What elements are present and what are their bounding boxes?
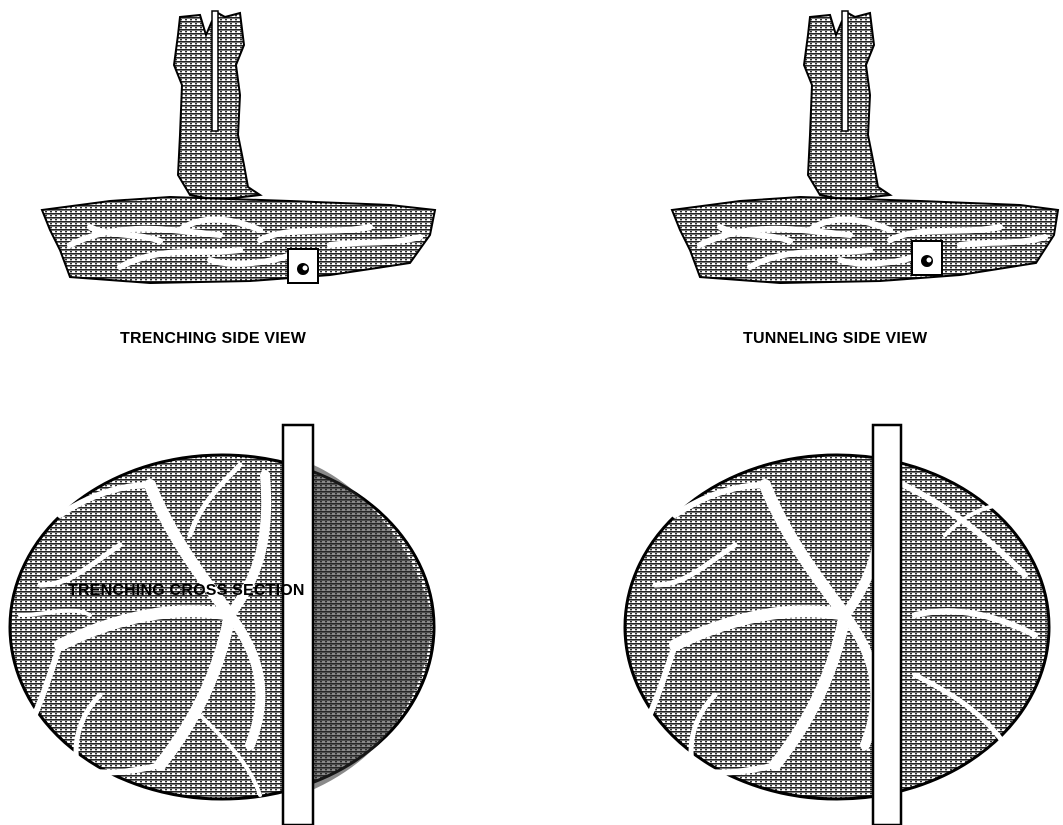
trenching-side-view-illustration [30,5,450,305]
tunneling-side-view-drawing [660,5,1060,305]
trenching-cross-section-drawing [0,415,450,825]
caption-tunneling-side-view: TUNNELING SIDE VIEW [743,330,927,348]
trench-wall [283,425,313,825]
trunk-pipe [212,11,218,131]
trunk-pipe [842,11,848,131]
tunneling-side-view-illustration [660,5,1060,305]
tunneling-cross-section-drawing [615,415,1063,825]
tunneling-cross-section-illustration [615,415,1063,825]
trenching-cross-section-illustration [0,415,450,825]
trench-cut-zone [300,460,432,795]
caption-trenching-side-view: TRENCHING SIDE VIEW [120,330,306,348]
tunnel-wall [873,425,901,825]
caption-trenching-cross-section: TRENCHING CROSS SECTION [68,582,305,600]
trenching-side-view-drawing [30,5,450,305]
